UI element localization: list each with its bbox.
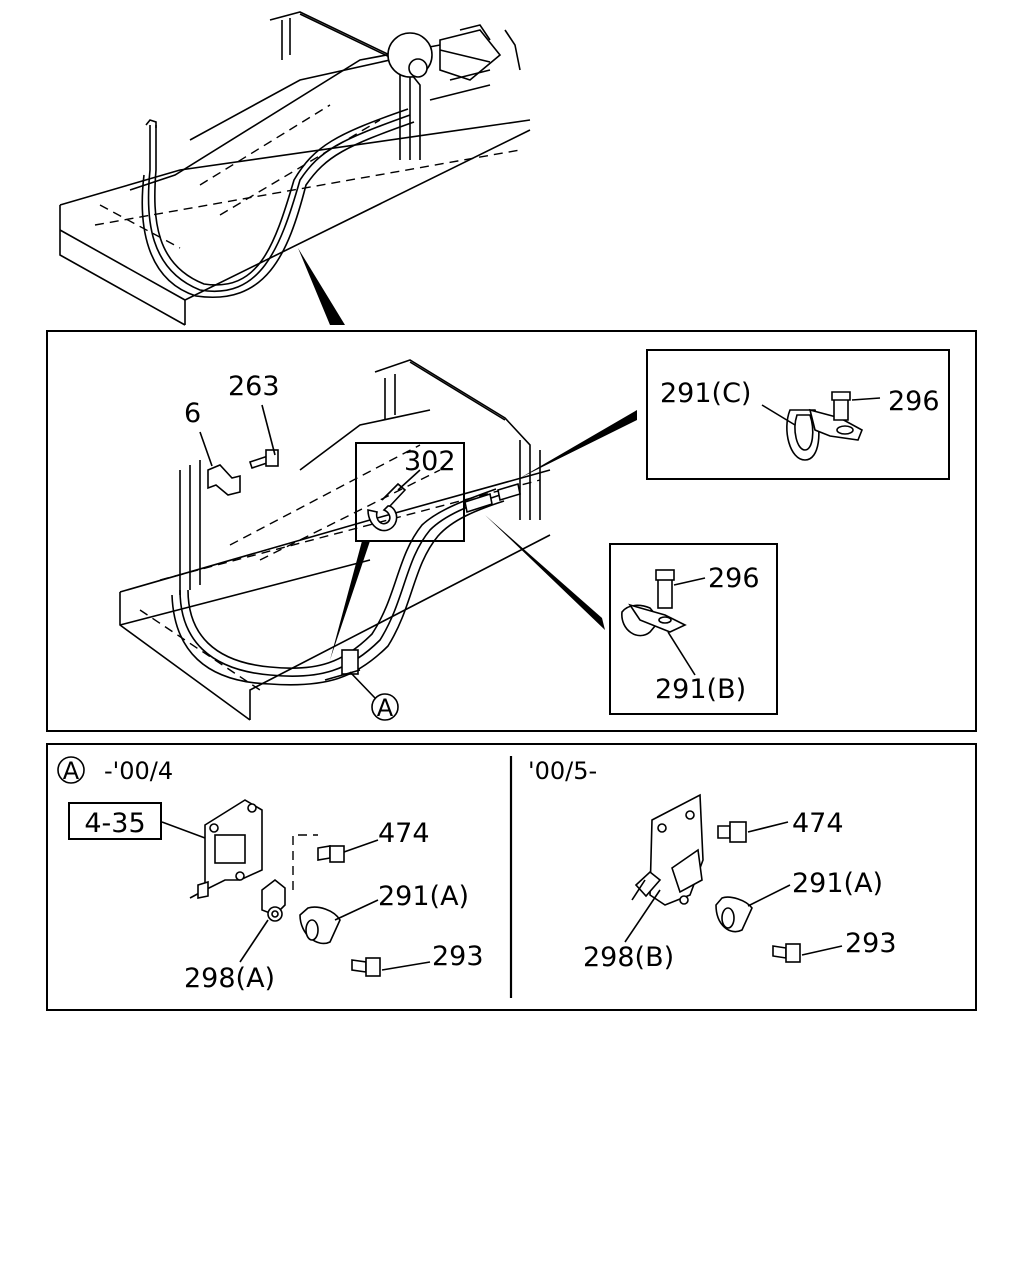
label-part-291a-right: 291(A) — [792, 868, 883, 899]
view-a-callout: A — [349, 671, 399, 722]
label-ref-4-35: 4-35 — [84, 808, 145, 839]
label-part-298b: 298(B) — [583, 942, 674, 973]
label-part-293-right: 293 — [845, 928, 897, 959]
label-part-296-mid: 296 — [708, 563, 760, 594]
inset-291b — [609, 543, 778, 715]
label-part-291c: 291(C) — [660, 378, 751, 409]
frame-detail — [119, 359, 551, 721]
variant-frame — [46, 743, 977, 1011]
ref-box-frame — [68, 802, 162, 840]
label-part-302: 302 — [404, 446, 456, 477]
inset-291c — [646, 349, 950, 480]
label-part-298a: 298(A) — [184, 963, 275, 994]
frame-overview — [59, 11, 531, 326]
label-part-474-right: 474 — [792, 808, 844, 839]
view-a-callout-letter: A — [377, 694, 394, 722]
label-right-period: '00/5- — [528, 757, 597, 785]
view-a-heading-letter: A — [63, 757, 80, 785]
label-part-291a-left: 291(A) — [378, 881, 469, 912]
leader-wedge-top — [298, 248, 345, 325]
label-left-period: -'00/4 — [104, 757, 173, 785]
variant-right-drawing — [624, 793, 843, 963]
label-part-263: 263 — [228, 371, 280, 402]
leader-wedge-302 — [330, 541, 370, 660]
label-part-6: 6 — [184, 398, 201, 429]
leader-wedge-291b — [485, 515, 605, 630]
label-part-293-left: 293 — [432, 941, 484, 972]
detail-frame — [46, 330, 977, 732]
label-part-291b: 291(B) — [655, 674, 746, 705]
view-a-heading: A — [57, 756, 85, 785]
inset-302 — [355, 442, 465, 542]
leader-wedge-291c — [520, 410, 637, 478]
variant-left-drawing — [161, 799, 431, 977]
label-part-296-top: 296 — [888, 386, 940, 417]
label-part-474-left: 474 — [378, 818, 430, 849]
